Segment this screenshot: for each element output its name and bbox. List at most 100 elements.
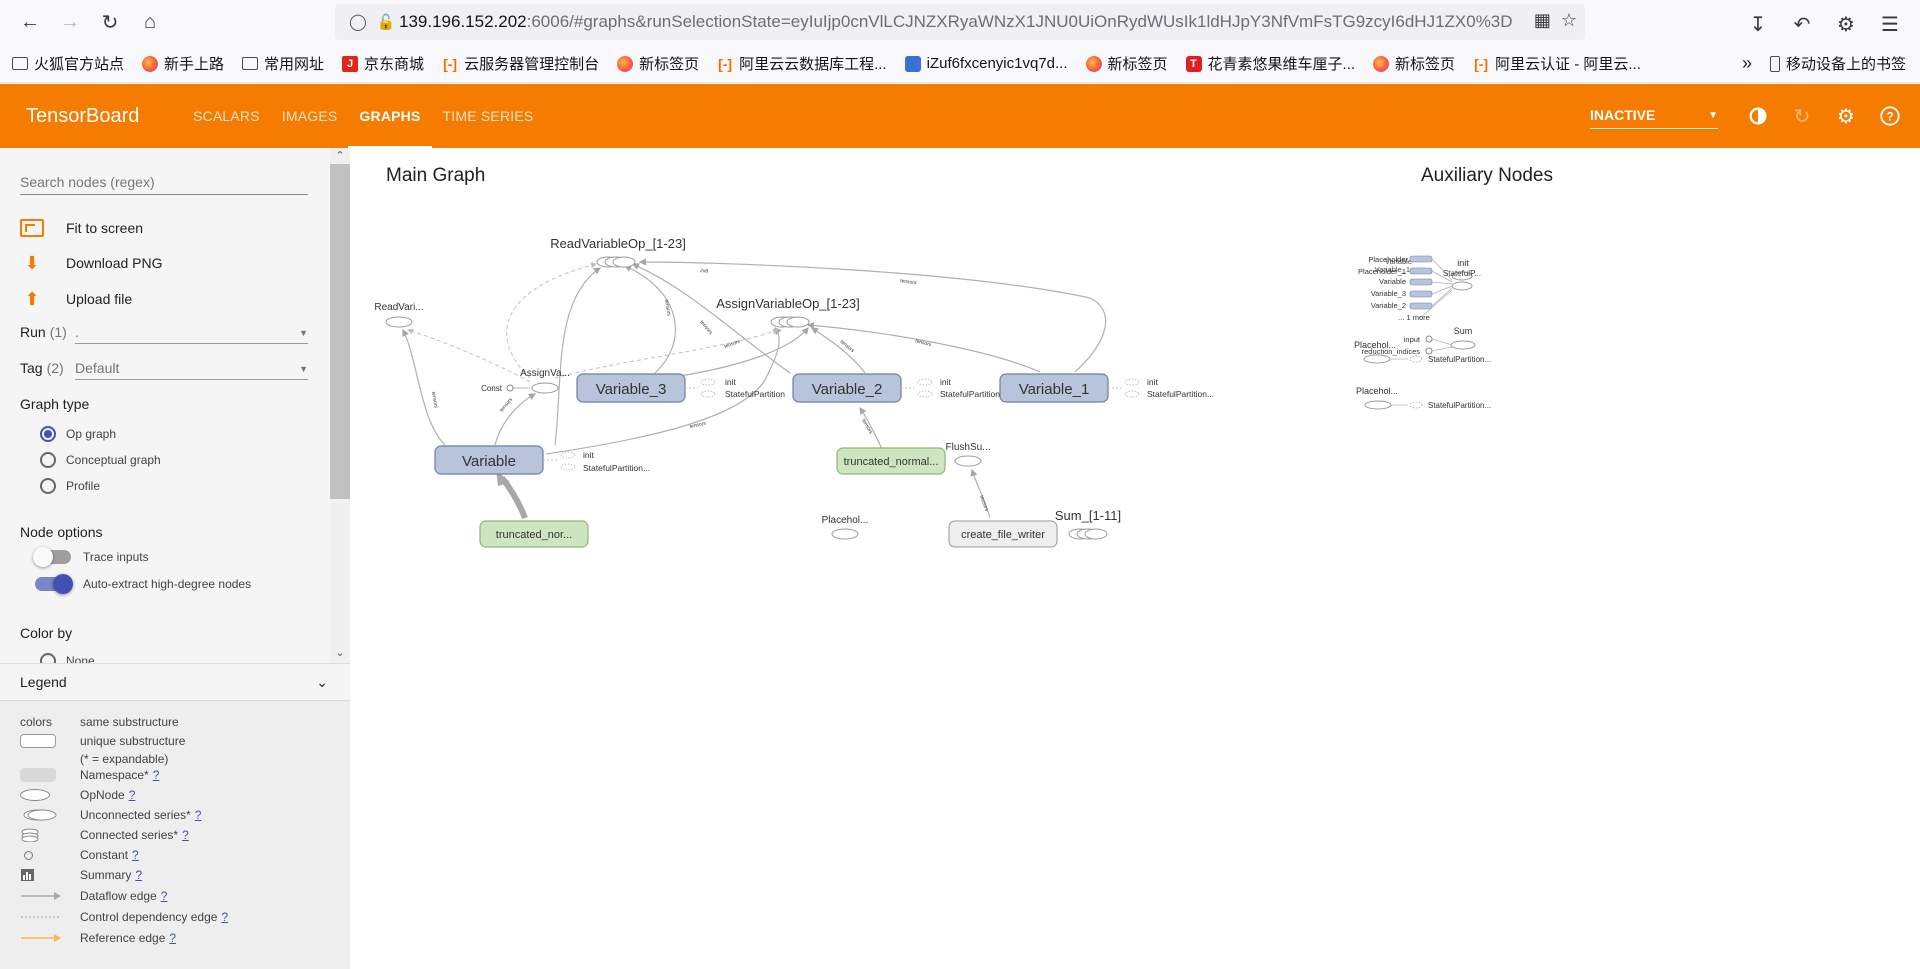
sum-series-node[interactable]: Sum_[1-11] — [1055, 508, 1121, 540]
scrollbar-thumb[interactable] — [330, 164, 350, 499]
radio-profile[interactable]: Profile — [40, 478, 100, 494]
home-icon[interactable]: ⌂ — [143, 11, 157, 33]
inactive-plugins-select[interactable]: INACTIVE ▼ — [1590, 103, 1718, 129]
dark-mode-icon[interactable] — [1746, 104, 1770, 128]
help-link[interactable]: ? — [182, 828, 189, 842]
create-file-writer-node[interactable]: create_file_writer — [948, 520, 1058, 548]
svg-text:init: init — [1147, 377, 1159, 387]
bookmark-item[interactable]: 常用网址 — [242, 53, 324, 74]
svg-text:tensors: tensors — [499, 396, 514, 413]
tab-scalars[interactable]: Scalars — [193, 108, 260, 124]
radio-op-graph[interactable]: Op graph — [40, 426, 116, 442]
address-bar[interactable]: ◯ 🔓 139.196.152.202:6006/#graphs&runSele… — [335, 4, 1585, 40]
svg-text:FlushSu...: FlushSu... — [945, 442, 990, 453]
scroll-up-icon[interactable]: ⌃ — [335, 150, 345, 162]
svg-text:init: init — [940, 377, 952, 387]
fit-to-screen-button[interactable]: Fit to screen — [20, 217, 143, 239]
svg-text:tensors: tensors — [978, 495, 989, 513]
assignvariableop-series-node[interactable]: AssignVariableOp_[1-23] — [716, 296, 860, 328]
variable-2-node[interactable]: Variable_2 — [792, 373, 902, 403]
variable-1-node[interactable]: Variable_1 — [999, 373, 1109, 403]
trace-inputs-toggle[interactable]: Trace inputs — [33, 547, 149, 567]
bookmark-item[interactable]: 新手上路 — [142, 53, 224, 74]
bookmark-item[interactable]: [-]云服务器管理控制台 — [443, 55, 600, 74]
tab-time-series[interactable]: Time Series — [442, 108, 534, 124]
bookmark-item[interactable]: 新标签页 — [1085, 53, 1168, 74]
graph-canvas[interactable]: Main Graph Auxiliary Nodes — [350, 148, 1920, 969]
reload-icon[interactable]: ↻ — [101, 12, 119, 34]
flush-summary-writer-node[interactable]: FlushSu... — [945, 442, 991, 467]
downloads-icon[interactable]: ↧ — [1749, 13, 1767, 36]
undo-close-tab-icon[interactable]: ↶ — [1793, 13, 1811, 36]
svg-text:ReadVari...: ReadVari... — [374, 302, 423, 313]
radio-conceptual-graph[interactable]: Conceptual graph — [40, 452, 161, 468]
svg-text:Variable: Variable — [1379, 277, 1406, 286]
truncated-normal-node[interactable]: truncated_nor... — [479, 520, 589, 548]
bookmark-item[interactable]: 新标签页 — [617, 53, 699, 74]
tab-graphs[interactable]: Graphs — [348, 84, 432, 148]
help-link[interactable]: ? — [152, 768, 160, 782]
upload-file-button[interactable]: ⬆ Upload file — [20, 288, 132, 310]
legend-toggle[interactable]: Legend ⌄ — [0, 663, 350, 701]
variable-3-node[interactable]: Variable_3 — [576, 373, 686, 403]
shield-icon[interactable]: ◯ — [349, 14, 367, 31]
url-host: 139.196.152.202 — [399, 12, 527, 31]
edge-labels: tensors tensors tensors tensors tensors … — [430, 268, 990, 513]
readvariableop-series-node[interactable]: ReadVariableOp_[1-23] — [550, 236, 686, 268]
assignvariableop-node[interactable]: AssignVa... — [520, 368, 570, 394]
svg-text:StatefulPartition...: StatefulPartition... — [1428, 401, 1491, 410]
back-icon[interactable]: ← — [20, 11, 40, 33]
tab-images[interactable]: Images — [281, 108, 338, 124]
scroll-down-icon[interactable]: ⌄ — [335, 647, 345, 659]
settings-gear-icon[interactable]: ⚙ — [1837, 105, 1855, 128]
svg-text:?: ? — [1886, 110, 1893, 124]
help-link[interactable]: ? — [221, 910, 229, 924]
qr-code-icon[interactable]: ▦ — [1533, 10, 1551, 30]
help-icon[interactable]: ? — [1878, 104, 1902, 128]
bookmark-star-icon[interactable]: ☆ — [1560, 10, 1577, 30]
aux-extracted-nodes[interactable]: Placeholder Placeholder_1 Variable Varia… — [1354, 255, 1491, 410]
more-bookmarks-icon[interactable]: » — [1741, 53, 1752, 73]
forward-icon[interactable]: → — [60, 11, 80, 33]
svg-text:Placehol...: Placehol... — [822, 515, 869, 526]
truncated-normal-1-node[interactable]: truncated_normal... — [836, 447, 946, 475]
mobile-bookmarks[interactable]: 移动设备上的书签 — [1769, 53, 1906, 74]
download-png-button[interactable]: ⬇ Download PNG — [20, 252, 162, 274]
bookmark-item[interactable]: 火狐官方站点 — [12, 53, 124, 74]
firefox-icon — [617, 55, 634, 72]
legend-unique-substructure: unique substructure — [20, 734, 185, 748]
download-icon: ⬇ — [24, 252, 40, 273]
const-node[interactable]: Const — [481, 384, 530, 393]
svg-text:tensors: tensors — [698, 319, 713, 336]
search-nodes-input[interactable]: Search nodes (regex) — [20, 174, 308, 195]
help-link[interactable]: ? — [160, 889, 168, 903]
help-link[interactable]: ? — [194, 808, 202, 822]
aliyun-icon: [-] — [1474, 55, 1489, 72]
help-link[interactable]: ? — [169, 931, 177, 945]
tag-select[interactable]: Default▼ — [75, 360, 308, 380]
svg-text:Variable_3: Variable_3 — [596, 381, 667, 398]
bookmark-item[interactable]: iZuf6fxcenyic1vq7d... — [904, 55, 1068, 72]
run-select[interactable]: .▼ — [75, 324, 308, 344]
help-link[interactable]: ? — [132, 848, 139, 862]
extensions-icon[interactable]: ⚙ — [1837, 13, 1855, 36]
readvariableop-node[interactable]: ReadVari... — [374, 302, 424, 328]
bookmark-item[interactable]: 新标签页 — [1373, 53, 1455, 74]
menu-icon[interactable]: ☰ — [1881, 13, 1899, 36]
bookmark-item[interactable]: [-]阿里云认证 - 阿里云... — [1474, 55, 1641, 74]
refresh-icon[interactable]: ↻ — [1793, 105, 1811, 128]
insecure-lock-icon[interactable]: 🔓 — [376, 14, 396, 31]
auto-extract-toggle[interactable]: Auto-extract high-degree nodes — [35, 574, 251, 594]
svg-text:Variable_1: Variable_1 — [1019, 381, 1090, 398]
help-link[interactable]: ? — [135, 868, 143, 882]
radio-color-none[interactable]: None — [40, 653, 95, 663]
bookmark-item[interactable]: [-]阿里云云数据库工程... — [718, 55, 887, 74]
variable-node[interactable]: Variable — [434, 445, 544, 475]
sidebar-scrollbar[interactable]: ⌃ ⌄ — [330, 148, 350, 663]
help-link[interactable]: ? — [128, 788, 136, 802]
graph-type-title: Graph type — [20, 396, 90, 412]
placeholder-node[interactable]: Placehol... — [822, 515, 869, 540]
